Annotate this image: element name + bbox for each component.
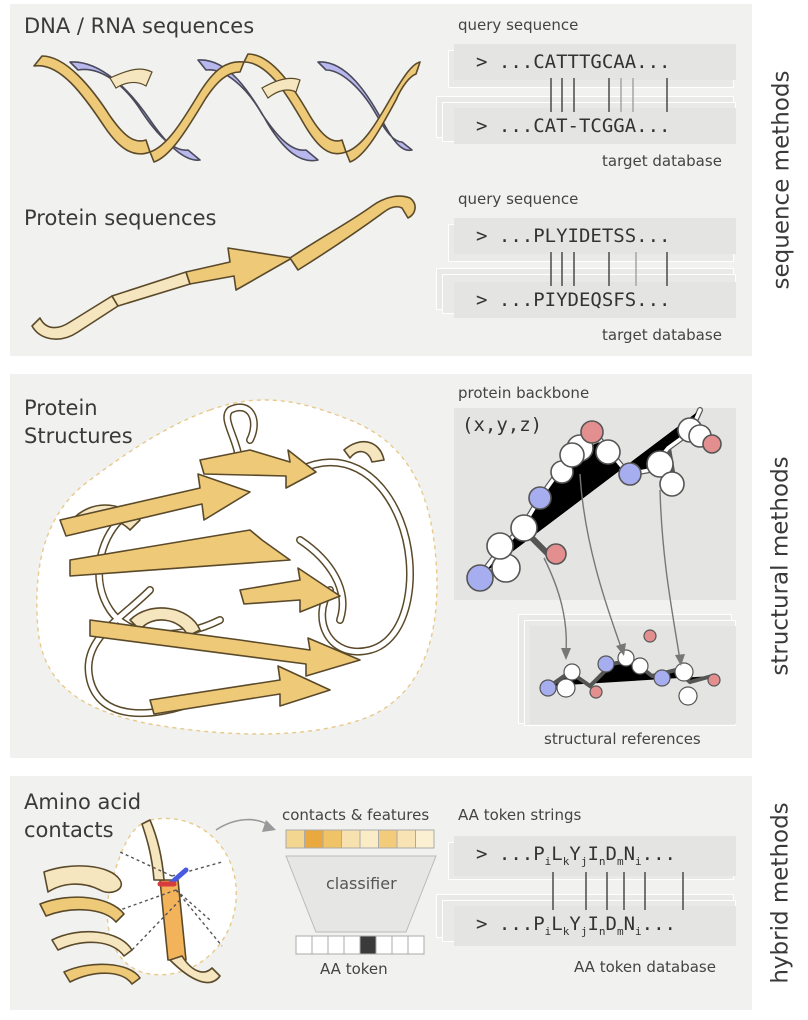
aa-token-database-label: AA token database [574, 958, 716, 976]
